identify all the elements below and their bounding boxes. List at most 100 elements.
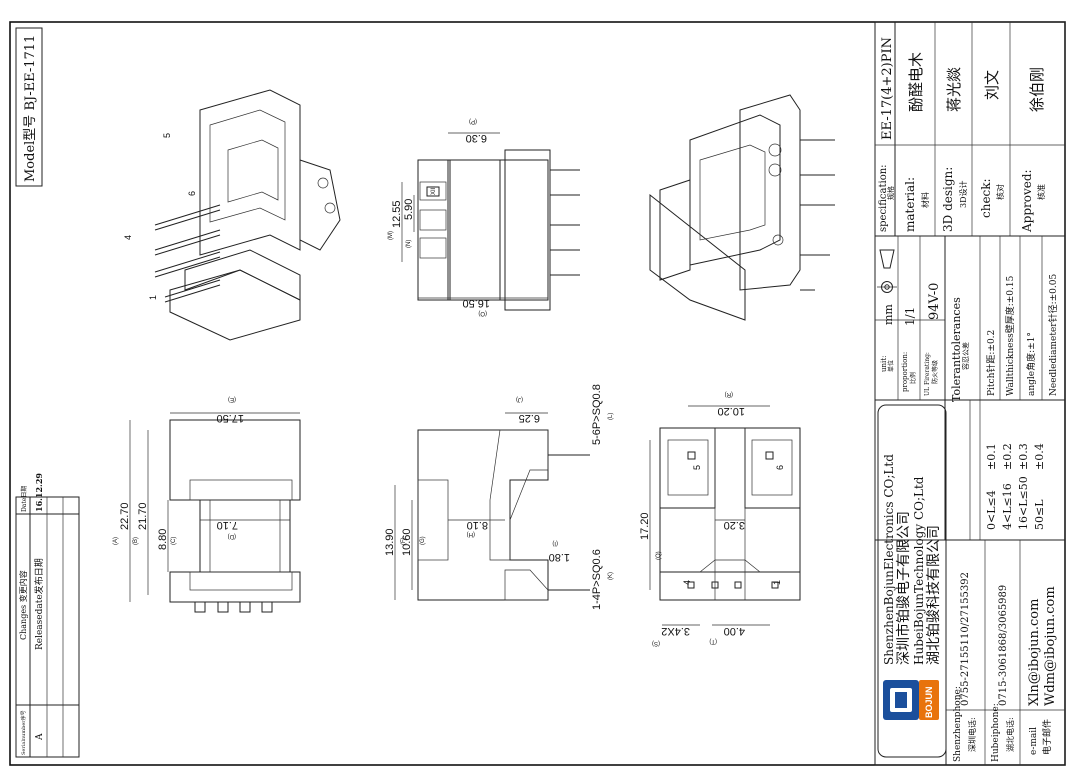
spec-label-cn: 规格 (886, 186, 895, 200)
spec-label: specification: (878, 164, 889, 232)
contact-sz-label: Shenzhenphone: (953, 686, 963, 762)
tol-range-1: 0<L≤4 (985, 490, 998, 530)
dim-1-80-tag: (I) (552, 540, 558, 546)
side-view-bottom: 6.25 (J) 5-6P>SQ0.8 (L) 13.90 (F) 10.60 … (384, 384, 614, 610)
tol-value-3: ±0.3 (1017, 443, 1030, 470)
dim-21-70-tag: (B) (133, 537, 139, 545)
dim-1-4p-tag: (K) (608, 572, 614, 580)
changes-col-serial: Serialnumber序号 (20, 710, 27, 755)
material-label: material: (903, 177, 917, 232)
proportion-value: 1/1 (903, 307, 917, 326)
tol-value-1: ±0.1 (985, 443, 998, 470)
dim-12-55: 12.55 (391, 200, 403, 228)
iso-view-left: 1 4 5 6 (123, 89, 341, 341)
approved-value: 徐伯刚 (1028, 67, 1046, 112)
dim-10-20-tag: (R) (725, 391, 733, 397)
marker-label: XIII (431, 186, 437, 195)
dim-10-20: 10.20 (717, 405, 745, 417)
contact-email-label-cn: 电子邮件 (1041, 719, 1053, 755)
contact-sz-value: 0755-27155110/27155392 (960, 572, 971, 706)
unit-value: mm (882, 304, 895, 325)
logo-text: BOJUN (924, 686, 934, 718)
material-value: 酚醛电木 (907, 52, 925, 112)
changes-col-changes: Changes 变更内容 (18, 570, 28, 640)
changes-row-date: 16.12.29 (34, 473, 44, 512)
contact-email-value-2: Wdm@ibojun.com (1043, 586, 1058, 706)
dim-1-4p: 1-4P>SQ0.6 (591, 549, 603, 610)
changes-row-changes: Releasedate发布日期 (33, 558, 45, 650)
contact-hb-value: 0715-3061868/3065989 (998, 585, 1009, 706)
changes-table: Date日期 Changes 变更内容 Serialnumber序号 16.12… (15, 473, 80, 758)
dim-21-70: 21.70 (137, 502, 149, 530)
dim-6-25: 6.25 (519, 412, 540, 424)
dim-10-60-tag: (G) (420, 536, 426, 545)
changes-col-date: Date日期 (20, 486, 28, 512)
dim-3-4x2-tag: (S) (652, 640, 660, 646)
dim-7-10-tag: (D) (228, 533, 236, 539)
dim-22-70: 22.70 (119, 502, 131, 530)
fire-label: UL Firerating: (924, 352, 931, 396)
approved-label-cn: 核准 (1036, 184, 1046, 200)
dim-8-80: 8.80 (157, 529, 169, 550)
contact-email-value: Xln@ibojun.com (1027, 599, 1042, 706)
dim-1-80: 1.80 (549, 551, 570, 563)
dim-13-90: 13.90 (384, 528, 396, 556)
approved-label: Approved: (1020, 169, 1034, 233)
dim-17-20: 17.20 (639, 512, 651, 540)
dim-17-50: 17.50 (216, 412, 244, 424)
material-label-cn: 材料 (920, 192, 930, 208)
dim-17-20-tag: (Q) (656, 551, 662, 560)
check-label-cn: 核对 (995, 184, 1005, 200)
dim-6-30-tag: (P) (469, 118, 477, 124)
dim-22-70-tag: (A) (113, 537, 119, 545)
dim-7-10: 7.10 (217, 519, 238, 531)
front-view-left: 17.50 (E) 22.70 (A) 21.70 (B) 8.80 (C) 7… (113, 396, 301, 613)
iso-pin-6: 6 (187, 191, 197, 196)
tol-range-3: 16<L≤50 (1017, 476, 1030, 530)
proportion-label: proportion: (901, 352, 909, 392)
dim-16-50: 16.50 (462, 297, 490, 309)
unit-label-cn: 单位 (887, 360, 895, 372)
design-value: 蒋光燚 (945, 67, 963, 112)
tolerance-title-cn: 容忍公差 (961, 342, 970, 370)
bottom-pin-6: 6 (775, 465, 785, 470)
tol-wall: Wallthickness壁厚度:±0.15 (1004, 275, 1016, 396)
dim-3-20: 3.20 (724, 519, 745, 531)
dim-6-30: 6.30 (466, 132, 487, 144)
dim-4-00: 4.00 (724, 625, 745, 637)
dim-4-00-tag: (T) (709, 638, 717, 644)
dim-12-55-tag: (M) (388, 231, 394, 240)
iso-view-right (649, 94, 835, 321)
dim-3-4x2: 3.4X2 (661, 625, 690, 637)
contact-hb-label-cn: 湖北电话: (1005, 717, 1015, 752)
tolerance-title: Toleranttolerances (950, 297, 963, 402)
title-block: EE-17(4+2)PIN specification: 规格 酚醛电木 mat… (874, 21, 1066, 766)
projection-symbol-icon (877, 249, 897, 293)
spec-value: EE-17(4+2)PIN (880, 37, 895, 140)
dim-5-90-tag: (N) (406, 240, 412, 248)
tol-range-4: 50≤L (1033, 499, 1046, 530)
company-line-2: 深圳市铂骏电子有限公司 (895, 511, 912, 665)
tol-range-2: 4<L≤16 (1001, 483, 1014, 530)
dim-17-50-tag: (E) (228, 396, 236, 402)
tol-value-2: ±0.2 (1001, 443, 1014, 470)
tol-angle: angle角度:±1° (1025, 332, 1037, 396)
design-label-cn: 3D设计 (958, 180, 968, 208)
dim-8-10-tag: (H) (467, 531, 475, 537)
dim-5-90: 5.90 (403, 199, 415, 220)
bottom-view: 5 6 4 1 10.20 (R) 3.20 17.20 (Q) 3.4X2 (… (639, 391, 801, 646)
dim-10-60: 10.60 (401, 528, 413, 556)
contact-email-label: e-mail (1029, 727, 1039, 755)
company-line-1: ShenzhenBojunElectronics CO;Ltd (882, 454, 896, 665)
contact-sz-label-cn: 深圳电话: (967, 717, 977, 752)
bojun-logo: BOJUN (883, 680, 939, 720)
iso-pin-5: 5 (162, 133, 172, 138)
tol-needle: Needlediameter针径:±0.05 (1047, 274, 1059, 396)
bottom-pin-4: 4 (682, 580, 692, 585)
company-line-4: 湖北铂骏科技有限公司 (926, 525, 942, 665)
dim-16-50-tag: (O) (478, 310, 487, 316)
check-label: check: (979, 178, 993, 218)
iso-pin-1: 1 (148, 295, 158, 300)
dim-6-25-tag: (J) (516, 396, 523, 402)
